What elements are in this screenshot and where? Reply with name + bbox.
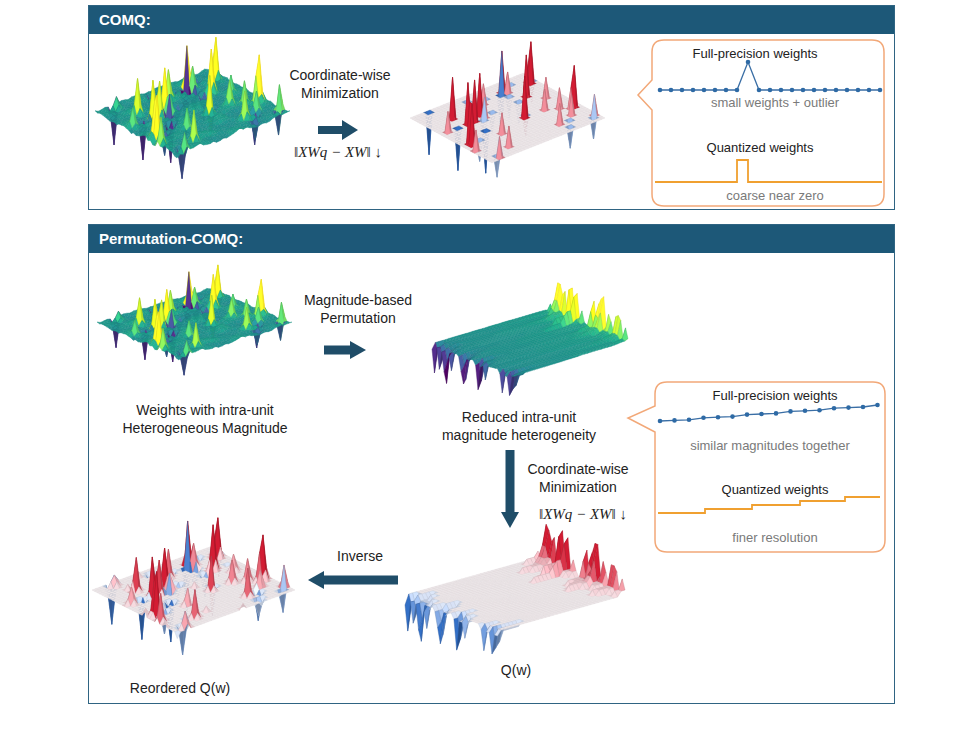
figure-stage: Full-precision weightssmall weights + ou… xyxy=(0,0,973,730)
